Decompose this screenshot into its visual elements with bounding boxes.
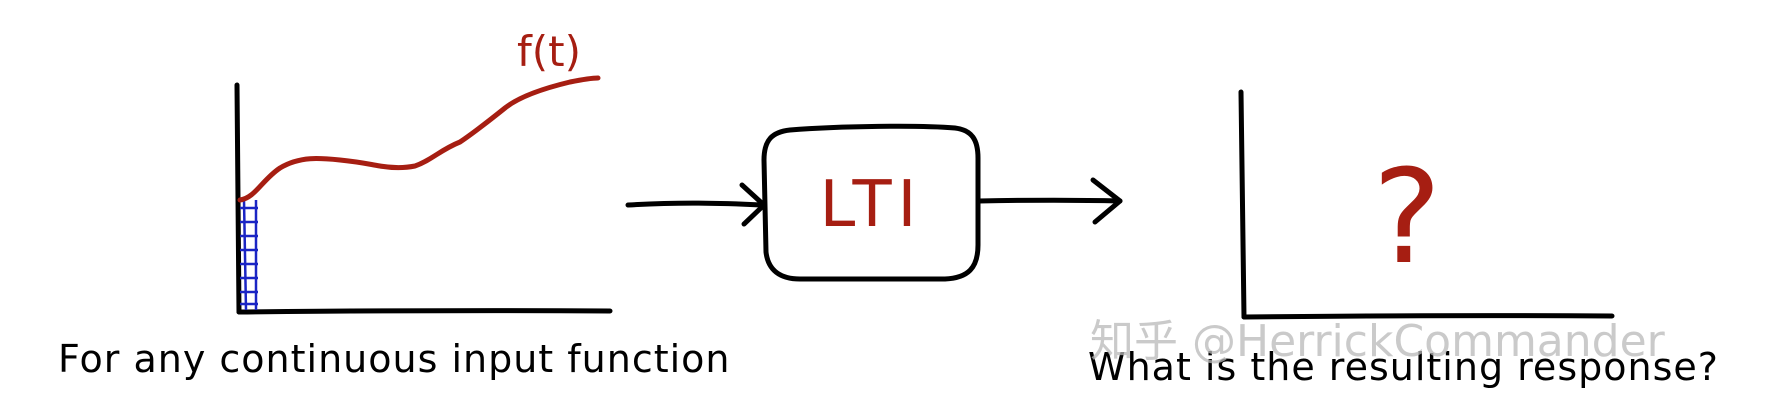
output-caption: What is the resulting response? bbox=[1088, 345, 1719, 389]
curve-label: f(t) bbox=[517, 27, 581, 76]
lti-box bbox=[761, 123, 981, 282]
unknown-response-mark: ? bbox=[1373, 141, 1442, 293]
input-panel: f(t) For any continuous input function bbox=[58, 27, 731, 381]
watermark: 知乎 @HerrickCommander bbox=[1090, 316, 1666, 367]
input-caption: For any continuous input function bbox=[58, 337, 731, 381]
output-x-axis bbox=[1241, 313, 1615, 320]
output-y-axis bbox=[1238, 89, 1247, 320]
impulse-hatch-strip bbox=[240, 199, 258, 311]
input-function-curve bbox=[237, 75, 601, 203]
output-panel: ? What is the resulting response? bbox=[1088, 89, 1719, 389]
input-x-axis bbox=[236, 308, 613, 315]
output-arrow bbox=[976, 177, 1123, 225]
input-y-axis bbox=[234, 82, 242, 315]
lti-label: LTI bbox=[820, 168, 923, 242]
lti-system-block: LTI bbox=[761, 123, 981, 282]
input-arrow bbox=[625, 182, 767, 227]
